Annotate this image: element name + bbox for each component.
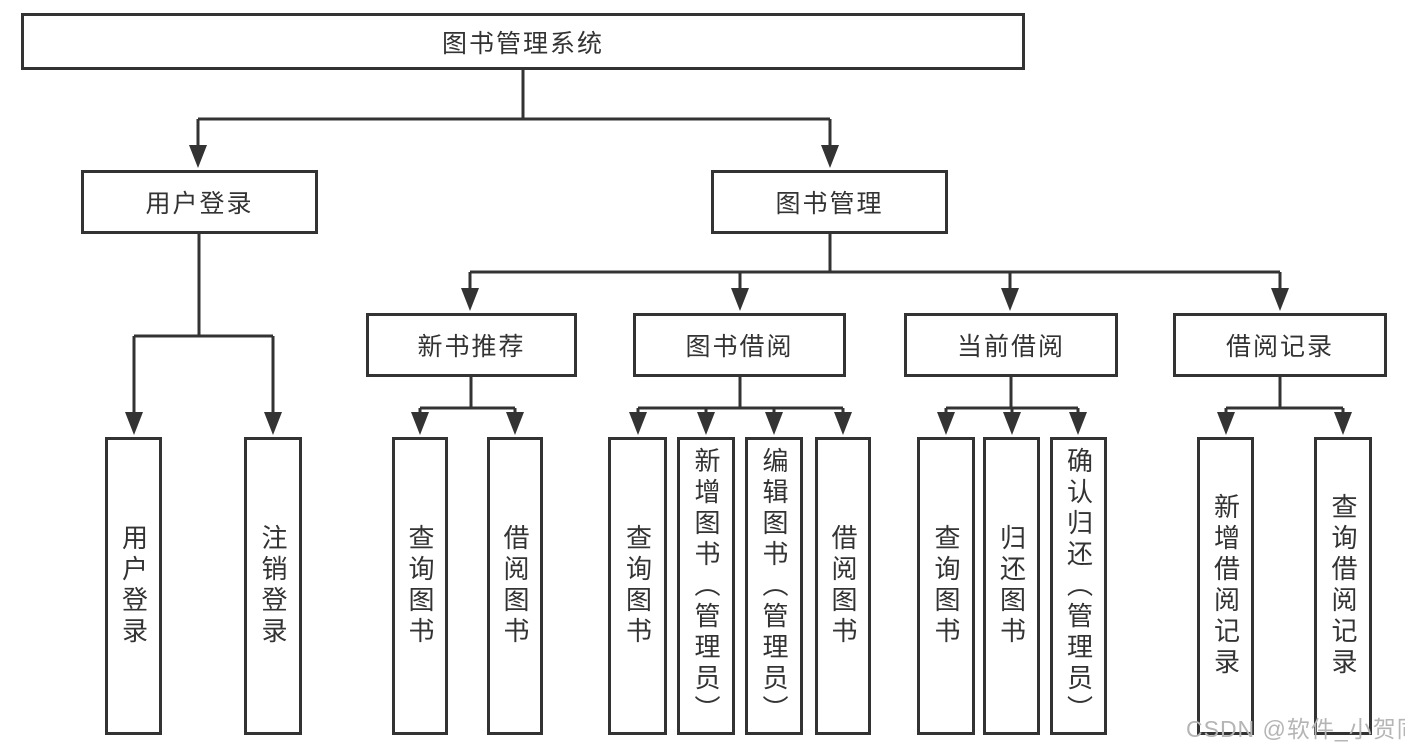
leaf-user-login-label: 用户登录 bbox=[118, 524, 149, 648]
node-user-login-label: 用户登录 bbox=[145, 190, 254, 218]
leaf-query-book-current: 查询图书 bbox=[917, 437, 975, 735]
node-book-borrow: 图书借阅 bbox=[633, 313, 846, 377]
leaf-query-book-recommend: 查询图书 bbox=[392, 437, 448, 735]
leaf-query-book-current-label: 查询图书 bbox=[931, 524, 961, 648]
csdn-watermark: CSDN @软件_小贺同学 bbox=[1186, 716, 1405, 742]
node-book-management-label: 图书管理 bbox=[775, 190, 884, 218]
node-current-borrow-label: 当前借阅 bbox=[956, 333, 1065, 361]
leaf-confirm-return-admin-label: 确认归还（管理员） bbox=[1063, 446, 1094, 726]
node-root-label: 图书管理系统 bbox=[441, 29, 604, 58]
leaf-add-book-admin: 新增图书（管理员） bbox=[677, 437, 735, 735]
leaf-add-book-admin-label: 新增图书（管理员） bbox=[691, 446, 721, 726]
node-book-borrow-label: 图书借阅 bbox=[685, 333, 794, 361]
leaf-logout: 注销登录 bbox=[244, 437, 302, 735]
node-book-management: 图书管理 bbox=[711, 170, 948, 234]
node-borrow-record-label: 借阅记录 bbox=[1225, 333, 1334, 361]
node-new-book-recommend: 新书推荐 bbox=[366, 313, 577, 377]
node-root: 图书管理系统 bbox=[21, 13, 1025, 70]
node-new-book-recommend-label: 新书推荐 bbox=[417, 333, 526, 361]
leaf-user-login: 用户登录 bbox=[105, 437, 162, 735]
leaf-edit-book-admin: 编辑图书（管理员） bbox=[745, 437, 803, 735]
leaf-query-borrow-record-label: 查询借阅记录 bbox=[1328, 493, 1358, 679]
leaf-return-book-label: 归还图书 bbox=[996, 524, 1027, 648]
leaf-borrow-book: 借阅图书 bbox=[815, 437, 871, 735]
leaf-add-borrow-record-label: 新增借阅记录 bbox=[1210, 493, 1241, 679]
leaf-confirm-return-admin: 确认归还（管理员） bbox=[1050, 437, 1107, 735]
leaf-logout-label: 注销登录 bbox=[258, 524, 288, 648]
leaf-return-book: 归还图书 bbox=[983, 437, 1040, 735]
node-current-borrow: 当前借阅 bbox=[904, 313, 1118, 377]
leaf-query-book-borrow-label: 查询图书 bbox=[622, 524, 653, 648]
leaf-borrow-book-recommend: 借阅图书 bbox=[487, 437, 543, 735]
node-borrow-record: 借阅记录 bbox=[1173, 313, 1387, 377]
leaf-add-borrow-record: 新增借阅记录 bbox=[1197, 437, 1254, 735]
leaf-query-book-borrow: 查询图书 bbox=[608, 437, 667, 735]
leaf-query-borrow-record: 查询借阅记录 bbox=[1314, 437, 1372, 735]
leaf-query-book-recommend-label: 查询图书 bbox=[405, 524, 435, 648]
leaf-borrow-book-recommend-label: 借阅图书 bbox=[500, 524, 530, 648]
leaf-borrow-book-label: 借阅图书 bbox=[828, 524, 858, 648]
leaf-edit-book-admin-label: 编辑图书（管理员） bbox=[759, 446, 789, 726]
node-user-login: 用户登录 bbox=[81, 170, 318, 234]
